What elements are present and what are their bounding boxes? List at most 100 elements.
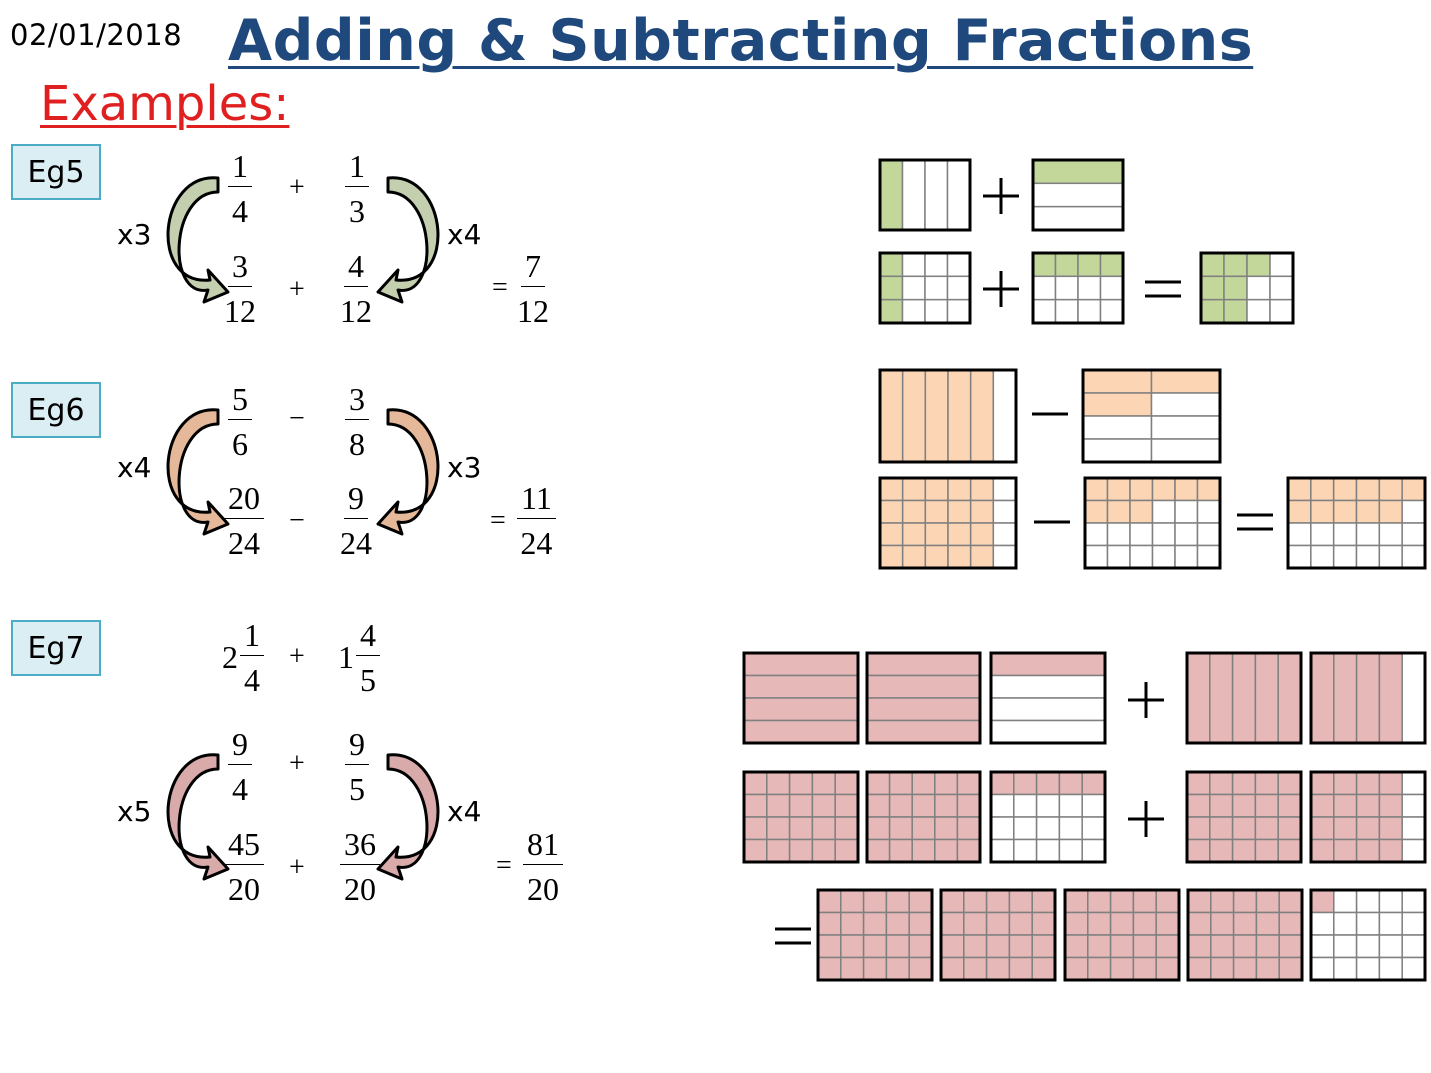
right-multiplier: x3 (447, 451, 482, 484)
shaded-cell (888, 793, 913, 818)
shaded-cell (1082, 369, 1153, 394)
shaded-cell (969, 477, 995, 502)
shaded-cell (1082, 392, 1153, 417)
shaded-cell (1200, 252, 1225, 278)
shaded-cell (1064, 956, 1089, 981)
curved-arrow-shape (376, 753, 440, 881)
mixed-number: 1 4 5 (338, 619, 380, 696)
empty-cell (924, 159, 949, 231)
fraction-bar (1286, 476, 1427, 570)
shaded-cell (1254, 816, 1279, 841)
denominator: 8 (349, 426, 365, 462)
denominator: 4 (232, 771, 248, 807)
fraction-bar (1185, 770, 1303, 864)
numerator: 1 (240, 619, 264, 656)
numerator: 7 (521, 250, 545, 287)
shaded-cell (879, 544, 904, 569)
shaded-cell (1129, 477, 1154, 502)
empty-cell (990, 674, 1106, 699)
shaded-cell (990, 652, 1106, 677)
shaded-cell (1378, 771, 1403, 796)
numerator: 9 (228, 728, 252, 765)
shaded-cell (1109, 934, 1135, 959)
shaded-cell (1200, 275, 1225, 301)
equals-sign: = (490, 505, 506, 536)
empty-cell (1129, 544, 1154, 569)
shaded-cell (1232, 956, 1258, 981)
shaded-cell (901, 369, 927, 463)
denominator: 4 (244, 662, 260, 698)
fraction-bar (989, 770, 1107, 864)
shaded-cell (1129, 499, 1154, 524)
empty-cell (1355, 911, 1381, 936)
empty-cell (1269, 275, 1294, 301)
numerator: 1 (228, 150, 252, 187)
right-multiplier: x4 (447, 795, 482, 828)
denominator: 20 (527, 871, 559, 907)
empty-cell (901, 252, 926, 278)
shaded-cell (743, 838, 768, 863)
shaded-cell (766, 838, 791, 863)
shaded-cell (788, 771, 814, 796)
result-fraction: 11 24 (517, 482, 556, 559)
left-curved-arrow (166, 176, 230, 304)
shaded-cell (866, 652, 981, 677)
plus-sign (983, 178, 1019, 214)
empty-cell (1151, 522, 1176, 547)
empty-cell (1401, 544, 1426, 569)
shaded-cell (956, 793, 981, 818)
shaded-cell (1333, 816, 1358, 841)
empty-cell (1174, 499, 1199, 524)
denominator: 5 (349, 771, 365, 807)
empty-cell (992, 499, 1017, 524)
shaded-cell (1210, 889, 1235, 914)
shaded-cell (1401, 477, 1426, 502)
shaded-cell (934, 771, 959, 796)
shaded-cell (956, 816, 981, 841)
shaded-cell (1087, 956, 1112, 981)
empty-cell (1287, 544, 1312, 569)
shaded-cell (908, 934, 933, 959)
shaded-cell (1355, 793, 1381, 818)
shaded-cell (1310, 793, 1335, 818)
fraction-bar (878, 476, 1018, 570)
shaded-cell (934, 816, 959, 841)
empty-cell (1378, 544, 1403, 569)
shaded-cell (924, 369, 949, 463)
shaded-cell (1255, 911, 1280, 936)
shaded-cell (940, 911, 965, 936)
shaded-cell (1155, 934, 1180, 959)
empty-cell (1401, 889, 1426, 914)
shaded-cell (969, 544, 995, 569)
shaded-cell (924, 522, 949, 547)
empty-cell (901, 298, 926, 324)
shaded-cell (1186, 838, 1211, 863)
shaded-cell (1032, 159, 1124, 185)
shaded-cell (879, 477, 904, 502)
fraction-bar (1199, 251, 1295, 325)
bar-outline (1199, 251, 1295, 325)
shaded-cell (1106, 477, 1131, 502)
empty-cell (1151, 499, 1176, 524)
shaded-cell (1310, 652, 1335, 744)
shaded-cell (1310, 889, 1335, 914)
shaded-cell (1132, 934, 1157, 959)
shaded-cell (1035, 771, 1061, 796)
shaded-cell (1209, 838, 1234, 863)
denominator: 12 (340, 293, 372, 329)
shaded-cell (834, 838, 859, 863)
bar-outline (816, 888, 934, 982)
empty-cell (1196, 499, 1221, 524)
empty-cell (1332, 522, 1358, 547)
empty-cell (1058, 793, 1083, 818)
fraction-bar (1031, 251, 1125, 325)
empty-cell (1287, 522, 1312, 547)
numerator: 3 (345, 383, 369, 420)
shaded-cell (866, 771, 891, 796)
shaded-cell (766, 816, 791, 841)
empty-cell (1058, 838, 1083, 863)
empty-cell (1378, 522, 1403, 547)
shaded-cell (862, 956, 888, 981)
empty-cell (1378, 911, 1403, 936)
